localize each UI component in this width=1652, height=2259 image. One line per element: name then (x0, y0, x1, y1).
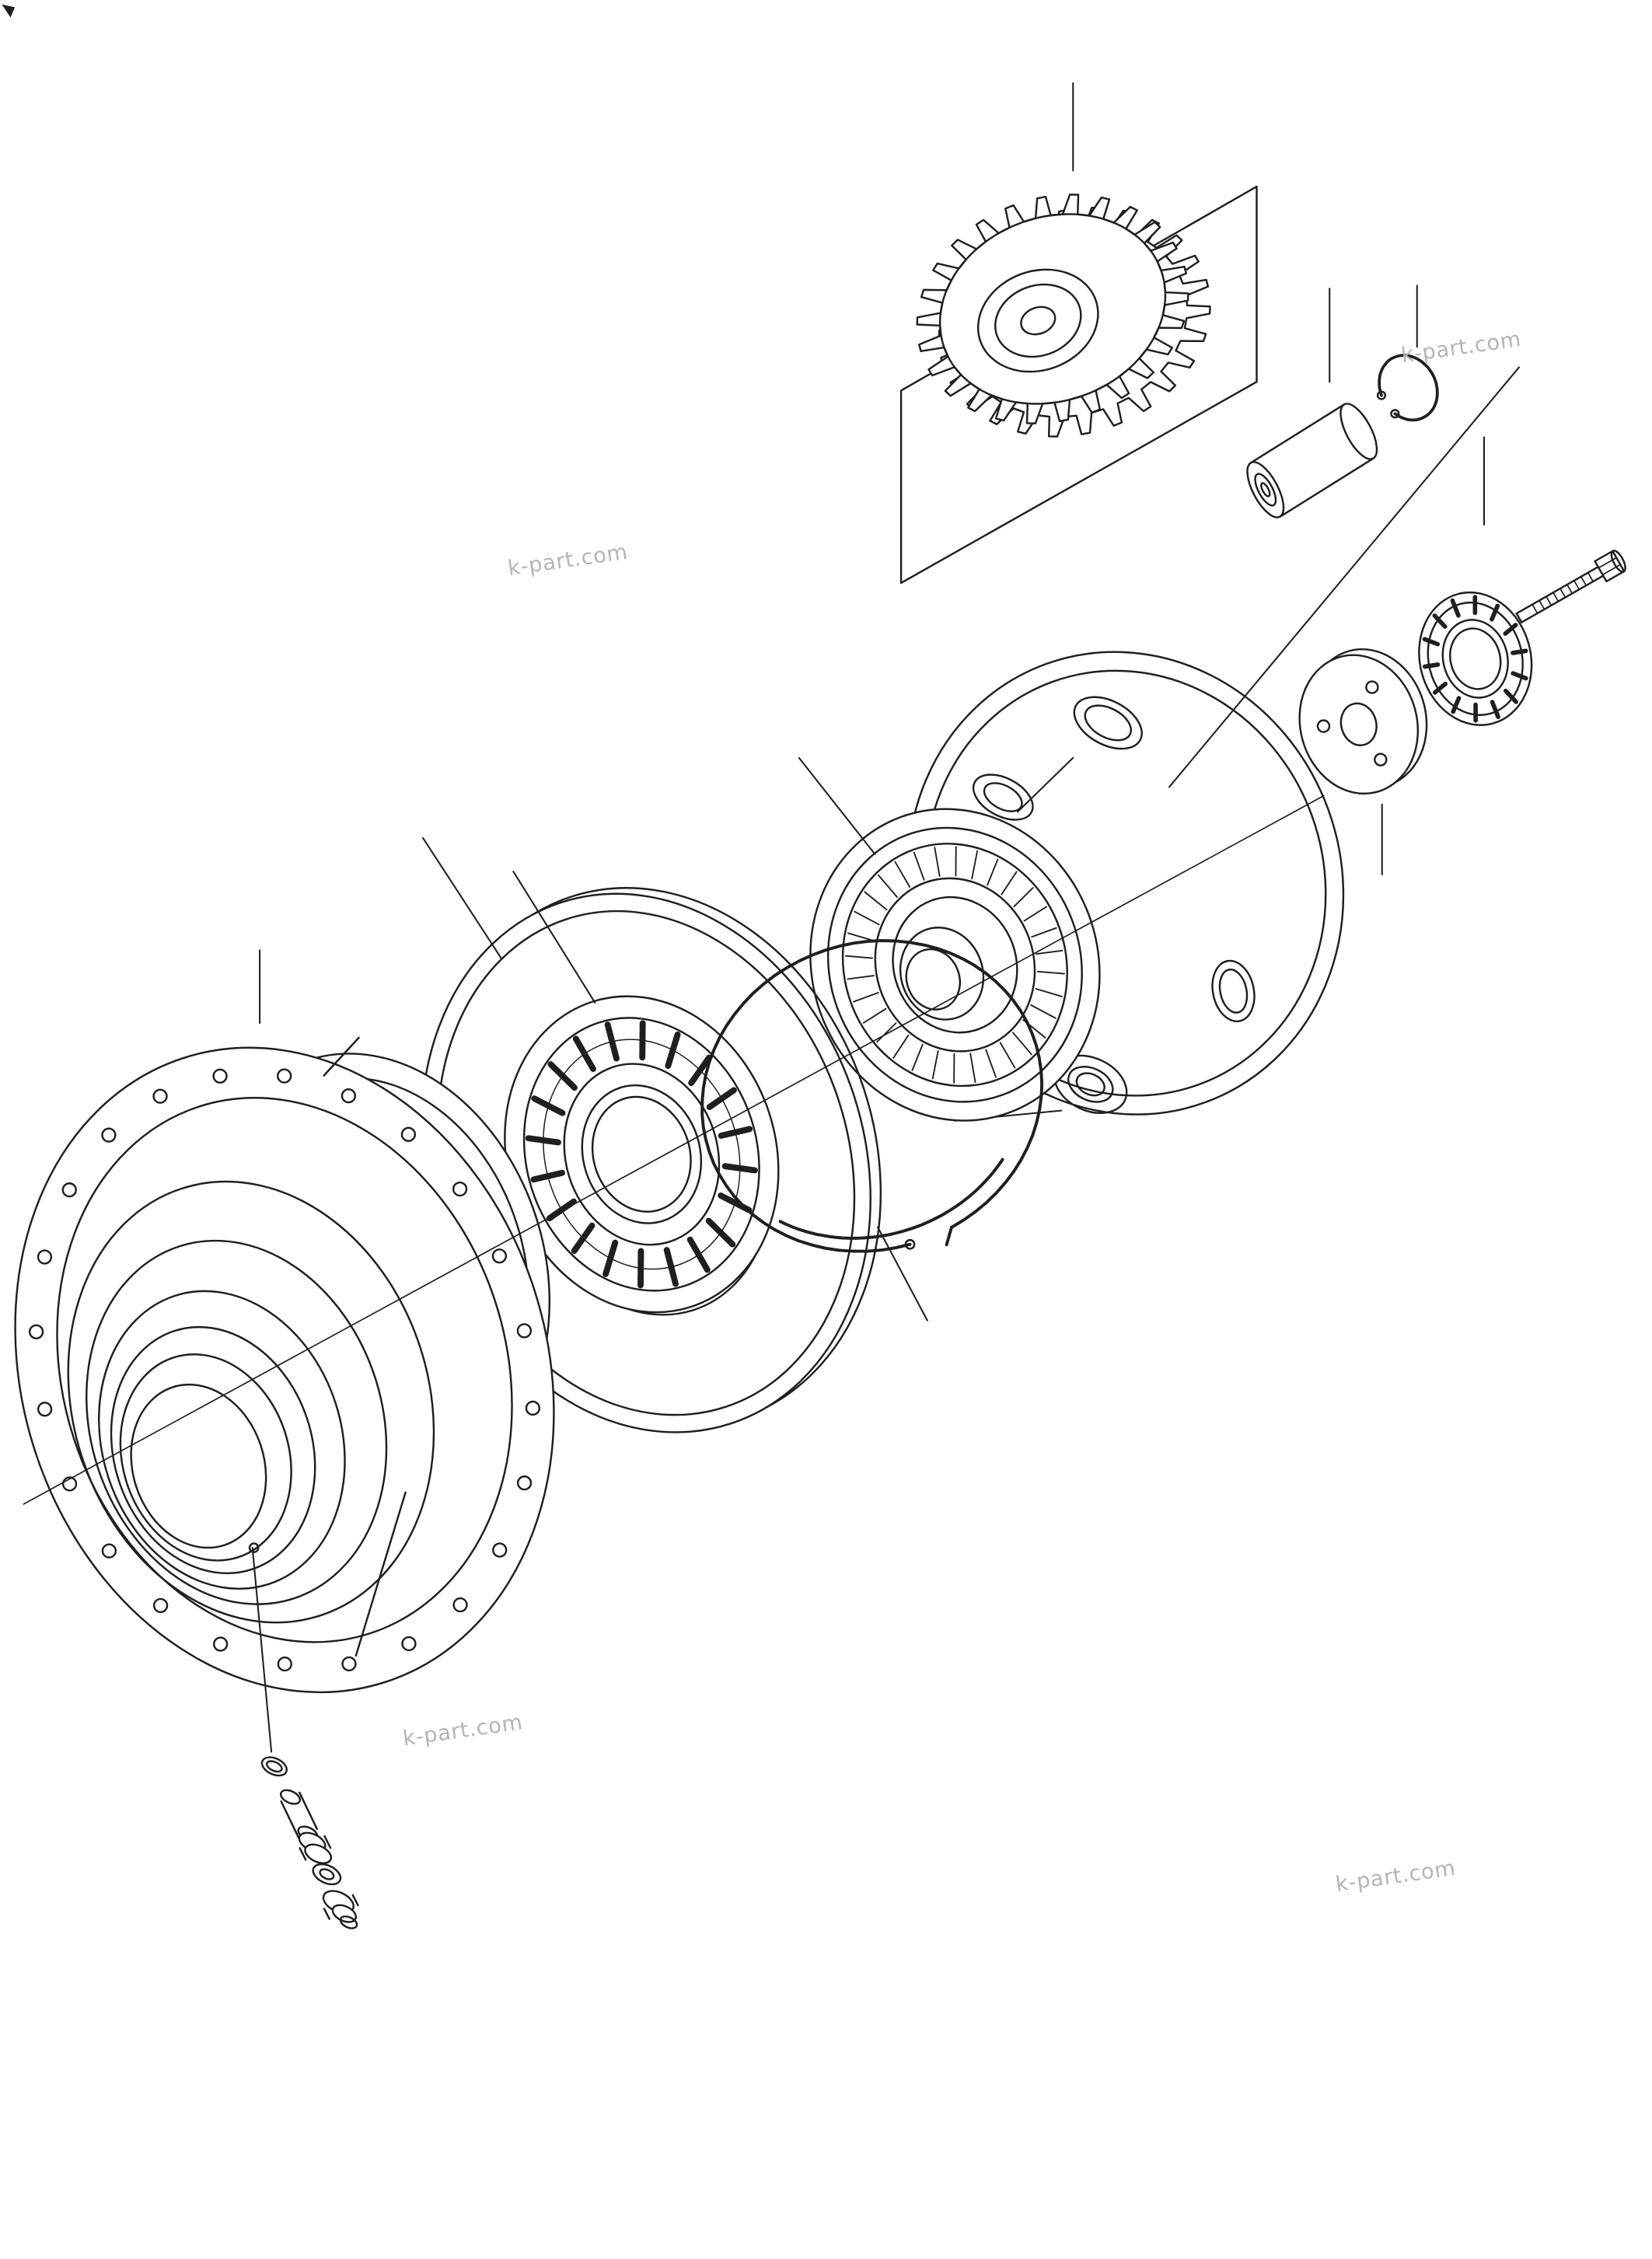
snap-ring-small (1376, 354, 1439, 422)
watermark-text: k-part.com (1334, 1856, 1457, 1897)
bolt-hole (491, 1248, 508, 1264)
bearing-roller (1490, 603, 1500, 622)
plate-hole (1316, 719, 1331, 733)
spline-tooth (1011, 1032, 1032, 1056)
spline-tooth (1030, 1004, 1057, 1019)
spline-tooth (894, 861, 911, 888)
spline-tooth (971, 850, 979, 880)
bolt-hole (277, 1656, 292, 1672)
ball-bearing-small (1418, 591, 1533, 726)
bolt-hole (516, 1475, 533, 1491)
bearing-roller (1503, 688, 1518, 704)
bolt-hole (525, 1400, 541, 1416)
spline-tooth (969, 1053, 976, 1084)
spline-tooth (1035, 988, 1063, 997)
spline-tooth (854, 910, 880, 926)
leader-line (251, 1547, 273, 1753)
spline-tooth (911, 1043, 924, 1071)
bolt-hole (400, 1126, 417, 1142)
spline-tooth (844, 955, 873, 959)
spline-tooth (934, 847, 941, 877)
bolt-hole (61, 1182, 77, 1198)
drain-port (248, 1542, 260, 1553)
spline-tooth (913, 851, 925, 881)
bearing-roller (1451, 696, 1462, 714)
spline-tooth (1036, 949, 1063, 955)
spline-tooth (847, 975, 875, 980)
retaining-ring-large (700, 939, 1044, 1253)
leader-lines (251, 82, 1521, 1753)
roller-bearing-large (504, 995, 780, 1314)
bolt-hole (401, 1636, 417, 1652)
center-axis-line (23, 794, 1325, 1505)
section-plane-box (899, 185, 1258, 585)
spline-tooth (1023, 906, 1047, 922)
leader-line (422, 837, 503, 960)
leader-line (1168, 366, 1521, 788)
bolt-hole (492, 1542, 508, 1558)
leader-line (877, 1226, 928, 1322)
spline-tooth (876, 1022, 897, 1043)
bolt-hole (212, 1068, 228, 1084)
bolt-hole (37, 1402, 53, 1417)
bearing-roller (1432, 613, 1448, 629)
plate-hole (1365, 680, 1379, 694)
leader-line (512, 871, 596, 1004)
bearing-roller (1511, 671, 1528, 681)
hex-bolt (1515, 550, 1626, 623)
bolt-hole (341, 1656, 357, 1672)
bolt-hole (37, 1249, 53, 1265)
bolt-hole (152, 1597, 169, 1614)
bolt-hole (101, 1127, 117, 1143)
planet-gear (916, 194, 1211, 438)
bearing-roller (1422, 662, 1441, 669)
spline-tooth (999, 1042, 1016, 1069)
leader-line (798, 756, 876, 855)
spline-tooth (864, 891, 888, 911)
spline-tooth (931, 1049, 939, 1080)
hub-housing (14, 1036, 555, 1694)
plate-hole (1374, 752, 1388, 766)
bearing-roller (1503, 623, 1518, 636)
spline-tooth (985, 1049, 997, 1078)
planet-carrier (809, 651, 1345, 1122)
bearing-roller (1422, 637, 1441, 647)
watermark-text: k-part.com (401, 1710, 524, 1751)
drain-plug-assembly (260, 1756, 359, 1929)
planet-pin (1246, 403, 1378, 518)
spline-tooth (847, 932, 875, 942)
bolt-hole (452, 1597, 468, 1613)
watermark-text: k-part.com (1400, 327, 1523, 368)
bolt-hole (28, 1324, 44, 1339)
bolt-hole (101, 1543, 117, 1559)
thrust-plate (1298, 648, 1428, 795)
corner-mark (2, 4, 16, 18)
bolt-hole (152, 1088, 168, 1104)
bearing-roller (1450, 598, 1461, 618)
spline-tooth (892, 1034, 910, 1059)
spline-tooth (1036, 970, 1065, 975)
spline-tooth (1001, 871, 1018, 896)
bolt-hole (61, 1476, 78, 1492)
spline-tooth (1013, 887, 1034, 908)
gear-bore (1020, 306, 1057, 336)
spline-tooth (987, 858, 999, 886)
bolt-hole (452, 1181, 468, 1197)
bolt-hole (277, 1068, 292, 1084)
spline-tooth (853, 992, 879, 1003)
watermark-text: k-part.com (506, 540, 629, 581)
bearing-roller (1433, 681, 1448, 695)
spline-tooth (878, 874, 898, 898)
gear-teeth (916, 194, 1189, 424)
bolt-hole (516, 1323, 533, 1339)
spline-tooth (862, 1007, 887, 1024)
bolt-hole (212, 1636, 229, 1652)
bolt-hole (341, 1088, 357, 1104)
spline-tooth (1031, 927, 1057, 938)
bearing-roller (1511, 648, 1528, 655)
bearing-roller (1490, 700, 1500, 720)
